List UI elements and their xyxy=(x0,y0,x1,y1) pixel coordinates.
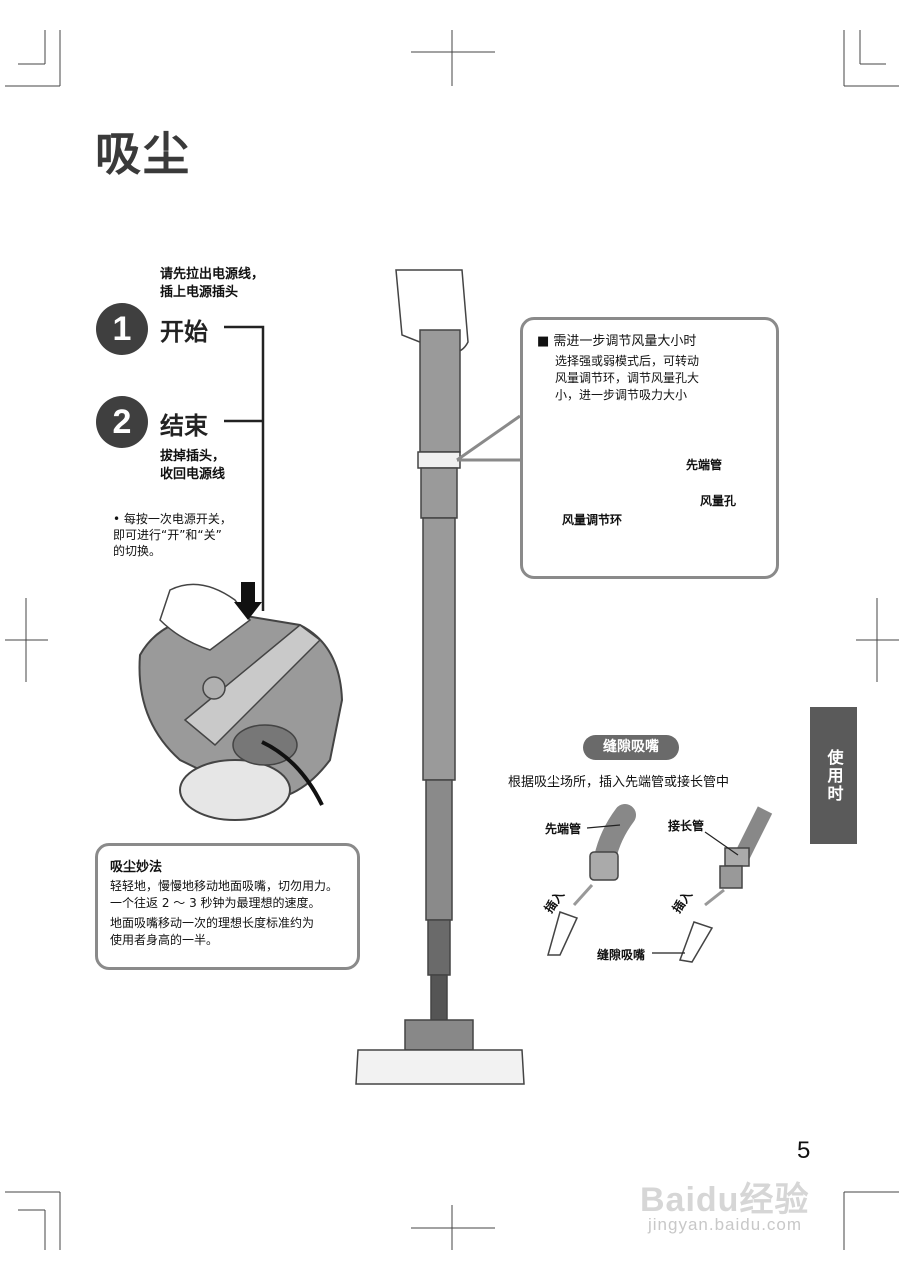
step-connector xyxy=(224,325,265,611)
airflow-title: ■ 需进一步调节风量大小时 xyxy=(537,334,697,349)
tips-line: 一个往返 2 ～ 3 秒钟为最理想的速度。 xyxy=(110,896,321,910)
tips-line: 地面吸嘴移动一次的理想长度标准约为 xyxy=(110,916,315,930)
post-operation-note: 拔掉插头， 收回电源线 xyxy=(160,449,226,482)
power-switch-note: • 每按一次电源开关， 即可进行“开”和“关” 的切换。 xyxy=(113,512,232,558)
wand-assembly xyxy=(355,269,525,1085)
crevice-nozzle-badge: 缝隙吸嘴 xyxy=(583,735,679,760)
label-crevice-nozzle: 缝隙吸嘴 xyxy=(597,948,646,962)
label-air-ring: 风量调节环 xyxy=(562,513,623,527)
crop-marks xyxy=(5,30,899,1250)
crevice-description: 根据吸尘场所，插入先端管或接长管中 xyxy=(508,775,730,790)
watermark-logo: Baidu经验 xyxy=(640,1181,810,1219)
canister-vacuum xyxy=(138,582,344,821)
label-handle: 先端管 xyxy=(545,822,582,836)
callout-pointer xyxy=(456,414,521,462)
airflow-line: 小，进一步调节吸力大小 xyxy=(555,388,688,402)
tips-line: 轻轻地，慢慢地移动地面吸嘴，切勿用力。 xyxy=(110,879,339,893)
step-1-badge: 1 xyxy=(96,303,148,355)
airflow-adjust-box: ■ 需进一步调节风量大小时 选择强或弱模式后，可转动 风量调节环，调节风量孔大 … xyxy=(520,317,779,579)
cleaning-tips-box: 吸尘妙法 轻轻地，慢慢地移动地面吸嘴，切勿用力。 一个往返 2 ～ 3 秒钟为最… xyxy=(95,843,360,970)
step-2-label: 结束 xyxy=(160,412,208,440)
watermark-url: jingyan.baidu.com xyxy=(648,1215,803,1234)
crevice-drawing-right xyxy=(678,806,773,963)
airflow-line: 风量调节环，调节风量孔大 xyxy=(555,371,700,385)
step-1-label: 开始 xyxy=(160,318,208,346)
section-tab: 使用时 xyxy=(810,707,857,844)
tips-line: 使用者身高的一半。 xyxy=(110,933,219,947)
tips-title: 吸尘妙法 xyxy=(110,860,163,875)
label-nozzle-handle: 先端管 xyxy=(686,458,723,472)
page-title: 吸尘 xyxy=(95,127,191,181)
pre-operation-note: 请先拉出电源线， 插上电源插头 xyxy=(160,267,265,300)
label-air-hole: 风量孔 xyxy=(700,494,737,508)
label-extension: 接长管 xyxy=(668,819,705,833)
crevice-drawing-left xyxy=(547,804,636,956)
airflow-line: 选择强或弱模式后，可转动 xyxy=(555,354,700,368)
step-2-badge: 2 xyxy=(96,396,148,448)
page-number: 5 xyxy=(797,1137,811,1164)
